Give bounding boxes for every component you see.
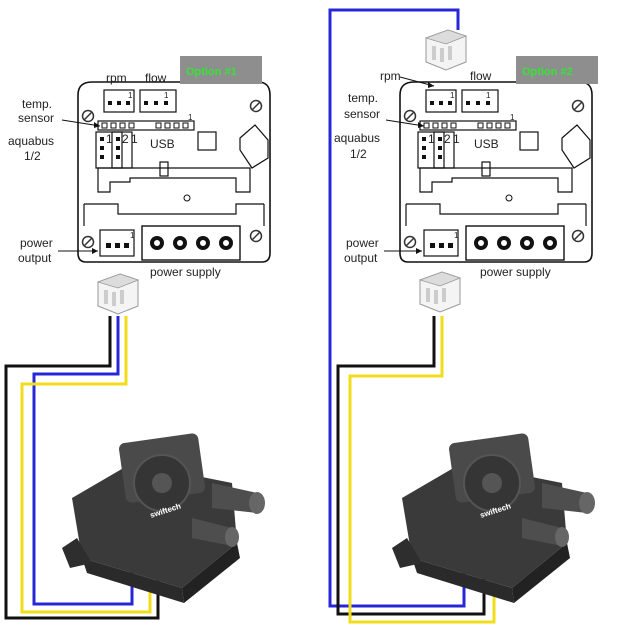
- power-label: power: [346, 236, 379, 250]
- pin-1-power: 1: [130, 231, 135, 240]
- pin-1-rpm: 1: [128, 91, 133, 100]
- wire-blue: [328, 8, 466, 608]
- usb-label: USB: [474, 137, 499, 151]
- pump-image: [391, 431, 596, 604]
- option-1-label: Option #1: [186, 66, 237, 78]
- controller-board: [77, 81, 271, 263]
- option-2-label: Option #2: [522, 66, 573, 78]
- pin-1-usb: 1: [510, 113, 515, 122]
- pump-image: [61, 431, 266, 604]
- wire-yellow: [20, 316, 152, 614]
- pin-1-aquabus-b: 1: [131, 132, 138, 146]
- sensor-label: sensor: [18, 111, 54, 125]
- aquabus-channel-label: 1/2: [350, 147, 367, 161]
- usb-label: USB: [150, 137, 175, 151]
- panel-option-1: rpm flow temp. sensor aquabus 1/2 USB po…: [4, 56, 271, 620]
- output-label: output: [344, 251, 378, 265]
- temp-label: temp.: [22, 97, 52, 111]
- pin-2-aquabus: 2: [444, 132, 451, 146]
- pin-1-aquabus-b: 1: [453, 132, 460, 146]
- power-supply-label: power supply: [150, 265, 221, 279]
- pin-2-aquabus: 2: [122, 132, 129, 146]
- power-label: power: [20, 236, 53, 250]
- wire-black: [4, 316, 160, 620]
- output-label: output: [18, 251, 52, 265]
- power-supply-label: power supply: [480, 265, 551, 279]
- flow-label: flow: [470, 69, 492, 83]
- pin-1-power: 1: [454, 231, 459, 240]
- aquabus-channel-label: 1/2: [24, 149, 41, 163]
- fan-connector-plug: [419, 271, 461, 313]
- pin-1-rpm: 1: [450, 91, 455, 100]
- panel-option-2: rpm flow temp. sensor aquabus 1/2 USB po…: [328, 8, 598, 624]
- rpm-label: rpm: [106, 71, 127, 85]
- pin-1-flow: 1: [164, 91, 169, 100]
- fan-connector-plug: [97, 273, 139, 315]
- rpm-connector-plug: [425, 29, 467, 71]
- wire-yellow: [348, 316, 496, 624]
- controller-board: [399, 81, 593, 263]
- wire-blue: [32, 316, 134, 606]
- pin-1-aquabus-a: 1: [428, 132, 435, 146]
- aquabus-label: aquabus: [8, 134, 54, 148]
- option-badge: [180, 56, 262, 84]
- pin-1-usb: 1: [188, 113, 193, 122]
- pin-1-aquabus-a: 1: [106, 132, 113, 146]
- pin-1-flow: 1: [486, 91, 491, 100]
- flow-label: flow: [145, 71, 167, 85]
- temp-label: temp.: [348, 91, 378, 105]
- option-badge: [516, 56, 598, 84]
- sensor-label: sensor: [344, 107, 380, 121]
- rpm-label: rpm: [380, 69, 401, 83]
- wire-black: [336, 316, 486, 616]
- aquabus-label: aquabus: [334, 131, 380, 145]
